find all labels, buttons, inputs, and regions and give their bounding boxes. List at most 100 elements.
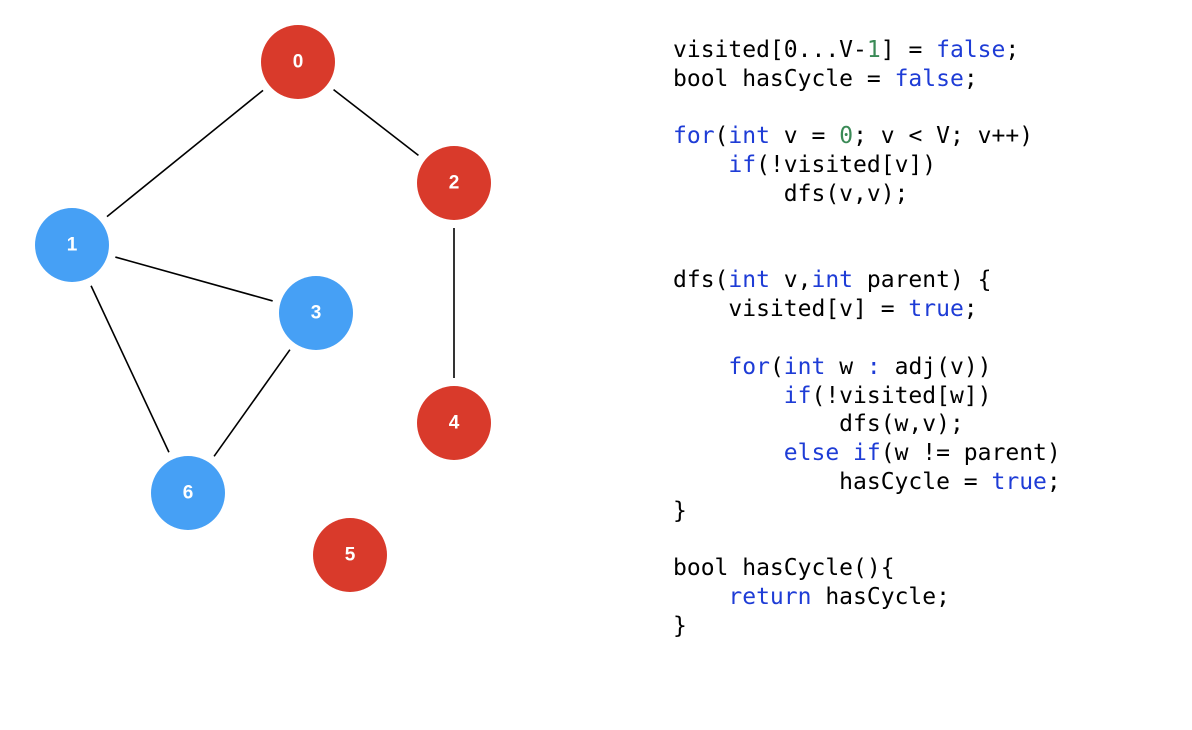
code-text: } (673, 612, 687, 639)
code-line: else if(w != parent) (673, 439, 1061, 468)
node-circle (417, 146, 491, 220)
code-keyword: for (728, 353, 770, 380)
code-text: (!visited[v]) (756, 152, 937, 179)
code-text: ( (769, 353, 784, 380)
code-block: visited[0...V-1] = false;bool hasCycle =… (673, 36, 1061, 641)
code-text (673, 440, 784, 466)
node-circle (35, 208, 109, 282)
node-label: 4 (449, 413, 460, 434)
code-text: ; (1005, 37, 1020, 63)
code-line: for(int v = 0; v < V; v++) (673, 122, 1061, 151)
code-keyword: int (783, 353, 826, 380)
code-keyword: : (866, 353, 881, 380)
node-label: 3 (311, 303, 322, 324)
code-text: v = (769, 123, 840, 150)
code-text (673, 354, 728, 380)
code-keyword: int (728, 267, 770, 294)
node-circle (417, 386, 491, 460)
node-4: 4 (417, 386, 491, 460)
code-line: bool hasCycle(){ (673, 554, 1061, 583)
code-keyword: for (673, 123, 715, 150)
node-label: 5 (345, 545, 356, 566)
code-text: (w != parent) (880, 440, 1061, 467)
code-number: 1 (866, 37, 881, 63)
code-text: dfs( (673, 267, 729, 294)
edge-3-6 (213, 349, 291, 457)
code-text (673, 383, 784, 409)
node-6: 6 (151, 456, 225, 530)
code-text: adj(v)) (880, 353, 992, 380)
code-text: ; v < V; v++) (853, 123, 1034, 150)
code-text: ( (714, 123, 729, 150)
code-keyword: int (811, 267, 854, 294)
code-keyword: if (728, 152, 757, 179)
code-keyword: true (908, 296, 964, 323)
node-3: 3 (279, 276, 353, 350)
code-text (673, 584, 728, 610)
code-line: if(!visited[w]) (673, 382, 1061, 411)
code-text: (!visited[w]) (811, 382, 992, 409)
code-keyword: else if (783, 440, 881, 467)
edge-0-2 (333, 88, 419, 157)
edge-1-3 (115, 256, 273, 302)
code-text: } (673, 497, 687, 524)
code-text: dfs(w,v); (673, 411, 964, 438)
code-keyword: true (991, 468, 1047, 495)
node-2: 2 (417, 146, 491, 220)
node-label: 1 (67, 235, 78, 256)
code-keyword: int (728, 123, 770, 150)
code-text: ...V- (797, 37, 867, 63)
node-label: 0 (293, 52, 304, 73)
edge-0-1 (106, 89, 264, 218)
code-line (673, 94, 1061, 123)
node-circle (151, 456, 225, 530)
code-text: hasCycle = (673, 468, 992, 495)
code-line (673, 324, 1061, 353)
code-line: for(int w : adj(v)) (673, 353, 1061, 382)
code-line (673, 526, 1061, 555)
code-line: if(!visited[v]) (673, 151, 1061, 180)
code-line: bool hasCycle = false; (673, 65, 1061, 94)
node-circle (261, 25, 335, 99)
graph-diagram: 0 1 2 3 4 5 6 (35, 25, 491, 592)
code-text (673, 152, 728, 178)
code-text: hasCycle; (811, 584, 950, 611)
code-text: ; (963, 296, 978, 323)
code-line: dfs(v,v); (673, 180, 1061, 209)
code-line: } (673, 612, 1061, 641)
code-line (673, 209, 1061, 238)
code-number: 0 (839, 123, 854, 150)
code-text: dfs(v,v); (673, 180, 909, 207)
code-keyword: false (936, 37, 1006, 63)
code-text: bool hasCycle = (673, 65, 895, 92)
code-line: visited[v] = true; (673, 295, 1061, 324)
code-line: return hasCycle; (673, 583, 1061, 612)
node-circle (313, 518, 387, 592)
code-line: hasCycle = true; (673, 468, 1061, 497)
edge-1-6 (90, 285, 170, 453)
code-line (673, 238, 1061, 267)
code-text: visited[v] = (673, 296, 909, 323)
code-line: dfs(int v,int parent) { (673, 266, 1061, 295)
code-text: ; (1046, 468, 1061, 495)
node-circle (279, 276, 353, 350)
code-keyword: return (728, 584, 812, 611)
node-1: 1 (35, 208, 109, 282)
code-keyword: if (783, 382, 812, 409)
code-line: visited[0...V-1] = false; (673, 36, 1061, 65)
node-label: 6 (183, 483, 194, 504)
code-text: ; (963, 65, 978, 92)
code-keyword: false (894, 65, 964, 92)
code-line: dfs(w,v); (673, 410, 1061, 439)
code-text: w (825, 353, 867, 380)
code-text: ] = (880, 37, 937, 63)
code-line: } (673, 497, 1061, 526)
code-text: visited[ (673, 37, 784, 63)
node-5: 5 (313, 518, 387, 592)
code-text: v, (769, 267, 812, 294)
code-text: 0 (783, 37, 798, 63)
node-0: 0 (261, 25, 335, 99)
code-text: parent) { (853, 267, 992, 294)
code-text: bool hasCycle(){ (673, 555, 895, 582)
node-label: 2 (449, 173, 460, 194)
